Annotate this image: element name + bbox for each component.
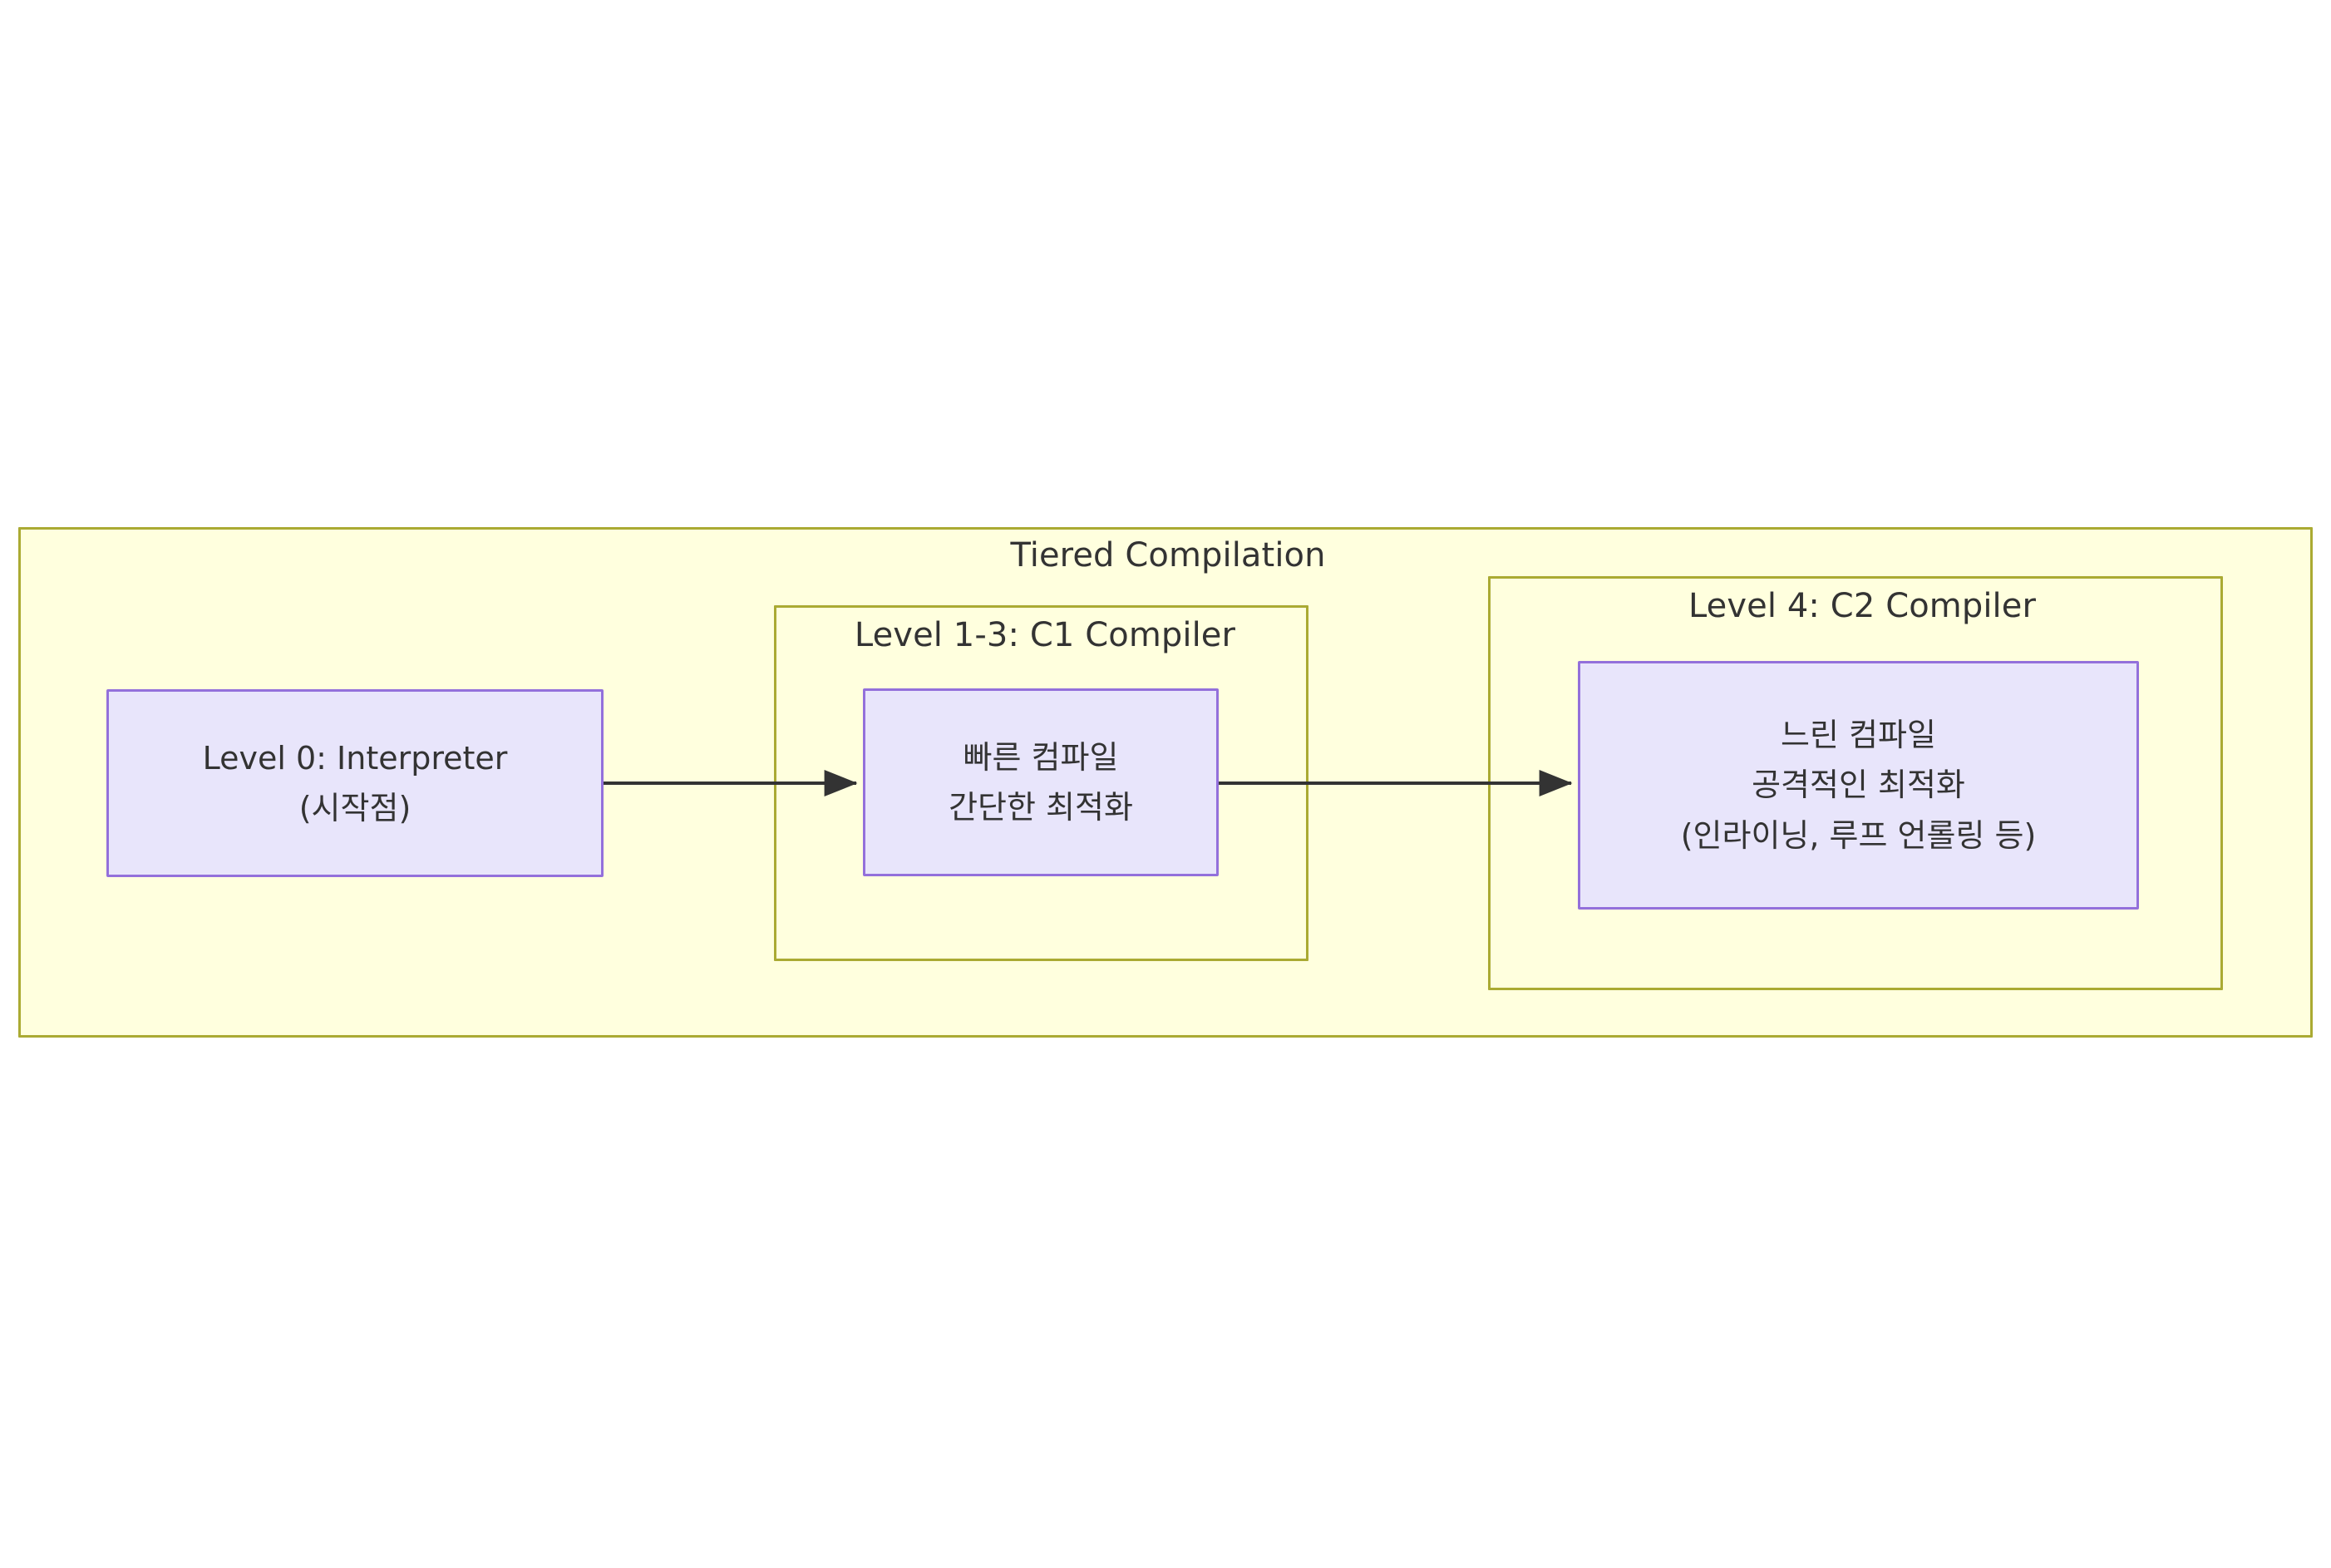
subgraph-title-c1-compiler: Level 1-3: C1 Compiler [854,616,1236,654]
subgraph-title-c2-compiler: Level 4: C2 Compiler [1688,587,2037,625]
node-level-0-line-1: Level 0: Interpreter [202,739,508,777]
node-c1-line-1: 빠른 컴파일 [963,738,1119,776]
node-level-0-line-2: (시작점) [298,790,411,826]
node-c2-compiler-detail[interactable]: 느린 컴파일 공격적인 최적화 (인라이닝, 루프 언롤링 등) [1578,661,2139,910]
node-level-0-interpreter[interactable]: Level 0: Interpreter (시작점) [106,689,604,877]
node-c2-line-1: 느린 컴파일 [1781,717,1936,754]
node-c2-line-2: 공격적인 최적화 [1752,767,1965,804]
node-c1-line-2: 간단한 최적화 [949,789,1133,826]
node-c2-line-3: (인라이닝, 루프 언롤링 등) [1680,816,2037,854]
node-c1-compiler-detail[interactable]: 빠른 컴파일 간단한 최적화 [863,688,1219,876]
subgraph-title-tiered-compilation: Tiered Compilation [1010,536,1326,574]
